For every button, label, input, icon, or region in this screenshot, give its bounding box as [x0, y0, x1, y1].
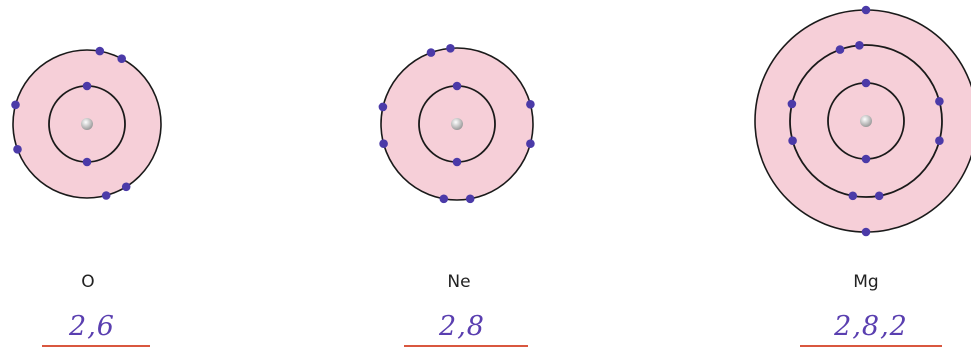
atom-oxygen [11, 46, 162, 200]
electron [465, 194, 475, 204]
electron [861, 154, 871, 164]
atom-magnesium [754, 5, 971, 237]
electron [861, 5, 871, 15]
electron [452, 157, 462, 167]
electron [935, 97, 944, 106]
electron [526, 139, 535, 148]
electron [861, 78, 871, 88]
electron [861, 227, 871, 237]
electron [121, 182, 131, 192]
electron [11, 100, 20, 110]
atom-symbol-magnesium: Mg [853, 272, 879, 292]
electron [82, 157, 92, 167]
atom-symbol-oxygen: O [81, 272, 95, 292]
electron [787, 99, 797, 109]
config-oxygen: 2,6 [69, 311, 115, 342]
electron [82, 81, 92, 91]
electron [378, 102, 388, 112]
electron [426, 48, 436, 57]
electron [874, 191, 884, 201]
electron [439, 194, 449, 204]
atom-neon [378, 44, 535, 204]
electron [13, 145, 22, 154]
electron [855, 41, 864, 50]
nucleus [451, 118, 463, 130]
electron [379, 139, 388, 148]
underline-oxygen [42, 345, 150, 347]
nucleus [860, 115, 872, 127]
nucleus [81, 118, 93, 130]
electron [935, 136, 944, 145]
underline-magnesium [800, 345, 942, 347]
underline-neon [404, 345, 528, 347]
electron [446, 44, 455, 53]
electron [117, 54, 126, 63]
electron [848, 191, 858, 201]
config-neon: 2,8 [439, 311, 485, 342]
electron [788, 136, 797, 145]
electron [101, 191, 111, 200]
atom-symbol-neon: Ne [447, 272, 471, 292]
electron [526, 100, 535, 109]
electron [95, 46, 105, 56]
shell-2 [789, 44, 943, 198]
electron [452, 81, 462, 91]
config-magnesium: 2,8,2 [834, 311, 908, 342]
electron [835, 45, 845, 54]
